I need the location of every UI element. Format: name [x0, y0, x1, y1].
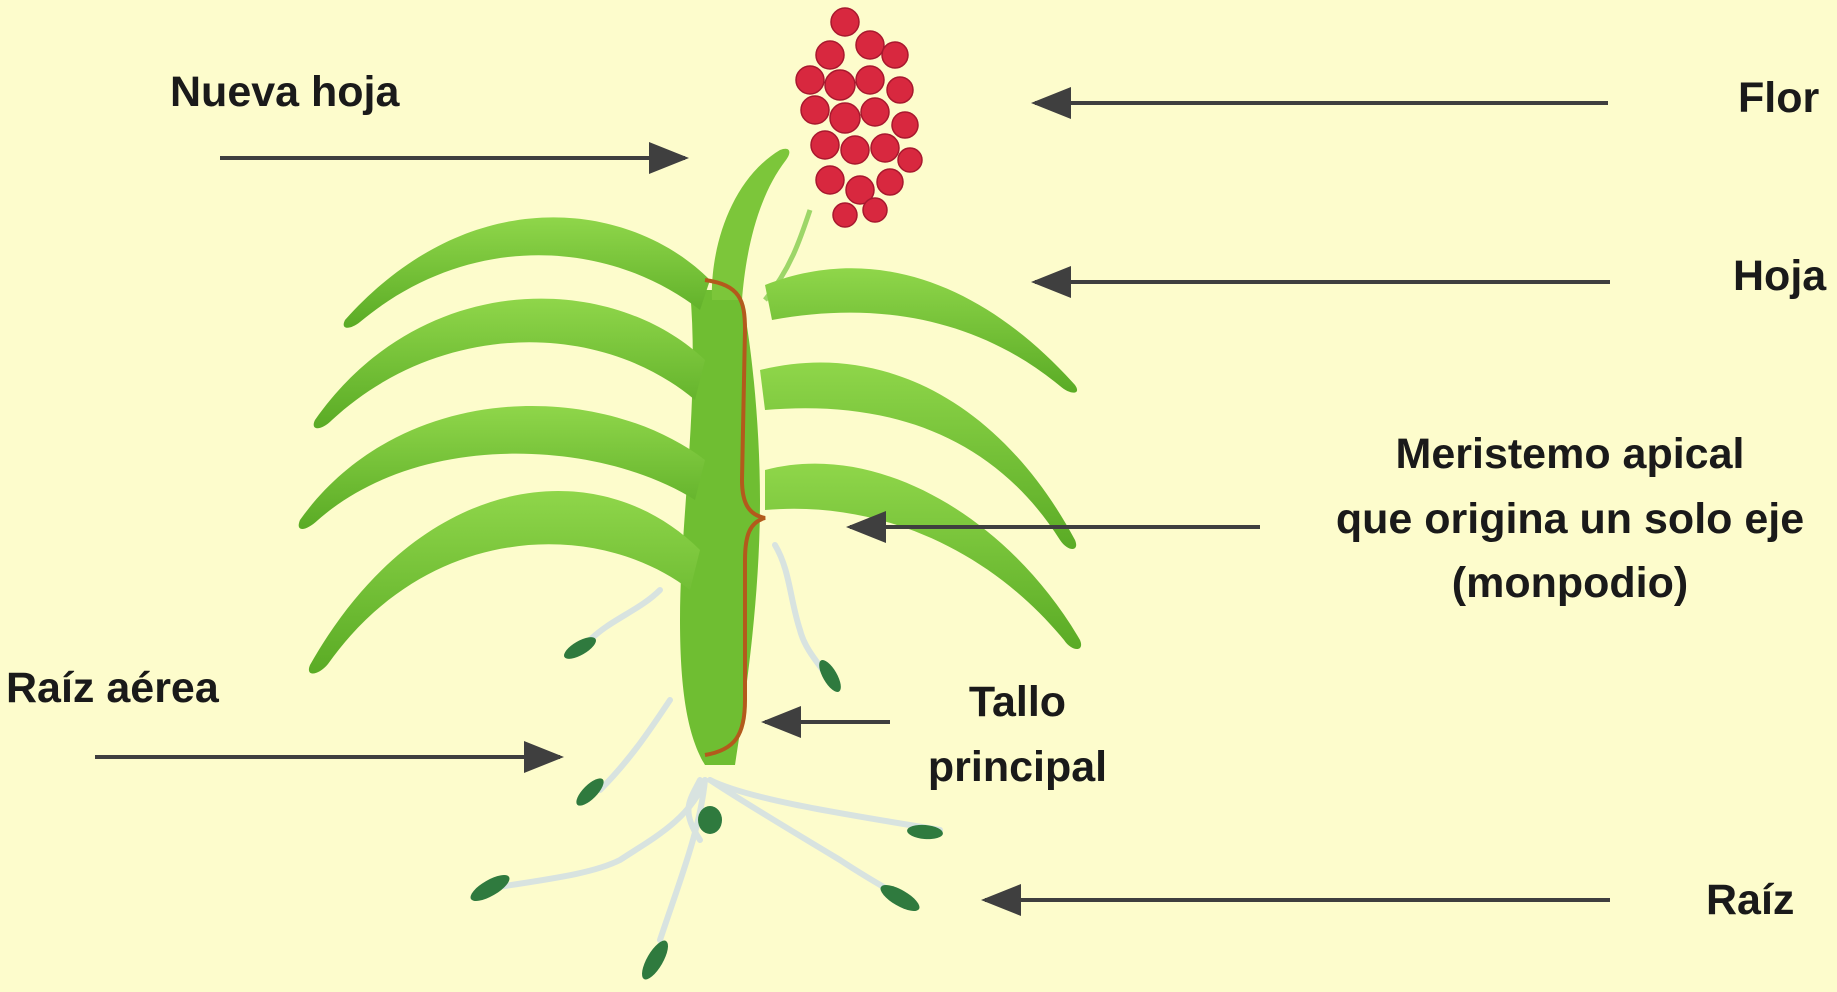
- label-raiz: Raíz: [1706, 868, 1794, 933]
- leaves-right: [760, 268, 1081, 649]
- label-meristemo-line3: (monpodio): [1310, 551, 1830, 616]
- leaves-left: [299, 217, 710, 673]
- label-meristemo: Meristemo apical que origina un solo eje…: [1310, 422, 1830, 616]
- flower-cluster: [796, 8, 922, 227]
- label-tallo: Tallo principal: [900, 670, 1135, 799]
- label-nueva-hoja: Nueva hoja: [170, 60, 399, 125]
- label-tallo-line1: Tallo: [900, 670, 1135, 735]
- label-tallo-line2: principal: [900, 735, 1135, 800]
- label-raiz-aerea: Raíz aérea: [6, 656, 219, 721]
- label-meristemo-line1: Meristemo apical: [1310, 422, 1830, 487]
- label-flor: Flor: [1738, 66, 1819, 131]
- label-meristemo-line2: que origina un solo eje: [1310, 487, 1830, 552]
- new-leaf: [712, 149, 790, 300]
- label-hoja: Hoja: [1733, 244, 1826, 309]
